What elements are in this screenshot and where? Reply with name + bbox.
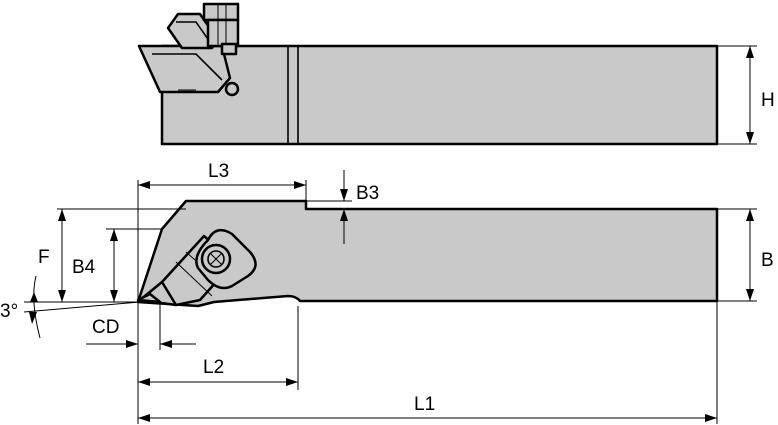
dimension-H: [717, 45, 757, 145]
label-L3: L3: [208, 161, 229, 182]
side-view-shank: [160, 44, 719, 146]
label-L2: L2: [203, 357, 224, 378]
side-view: H: [137, 2, 775, 146]
label-H: H: [761, 90, 775, 111]
label-CD: CD: [92, 317, 119, 338]
label-B4: B4: [72, 257, 96, 278]
dimension-B3: [306, 170, 352, 244]
dimension-F: [57, 208, 186, 302]
label-F: F: [38, 247, 50, 268]
dimension-B: [717, 208, 757, 302]
dimension-CD: [86, 304, 196, 350]
dimension-L1: [138, 414, 717, 422]
label-angle: 3°: [0, 301, 18, 322]
dimension-L2: [138, 378, 298, 386]
label-B: B: [761, 250, 774, 271]
dimension-L3: [138, 181, 306, 189]
dimension-B4: [106, 228, 162, 302]
side-view-clamp-head: [137, 2, 240, 97]
label-B3: B3: [356, 183, 379, 204]
label-L1: L1: [414, 394, 435, 415]
clamp-screw: [195, 228, 257, 290]
dimension-angle: [23, 275, 141, 339]
top-view-shank: [136, 199, 719, 308]
top-view: L3 B3 F B4: [0, 161, 774, 424]
